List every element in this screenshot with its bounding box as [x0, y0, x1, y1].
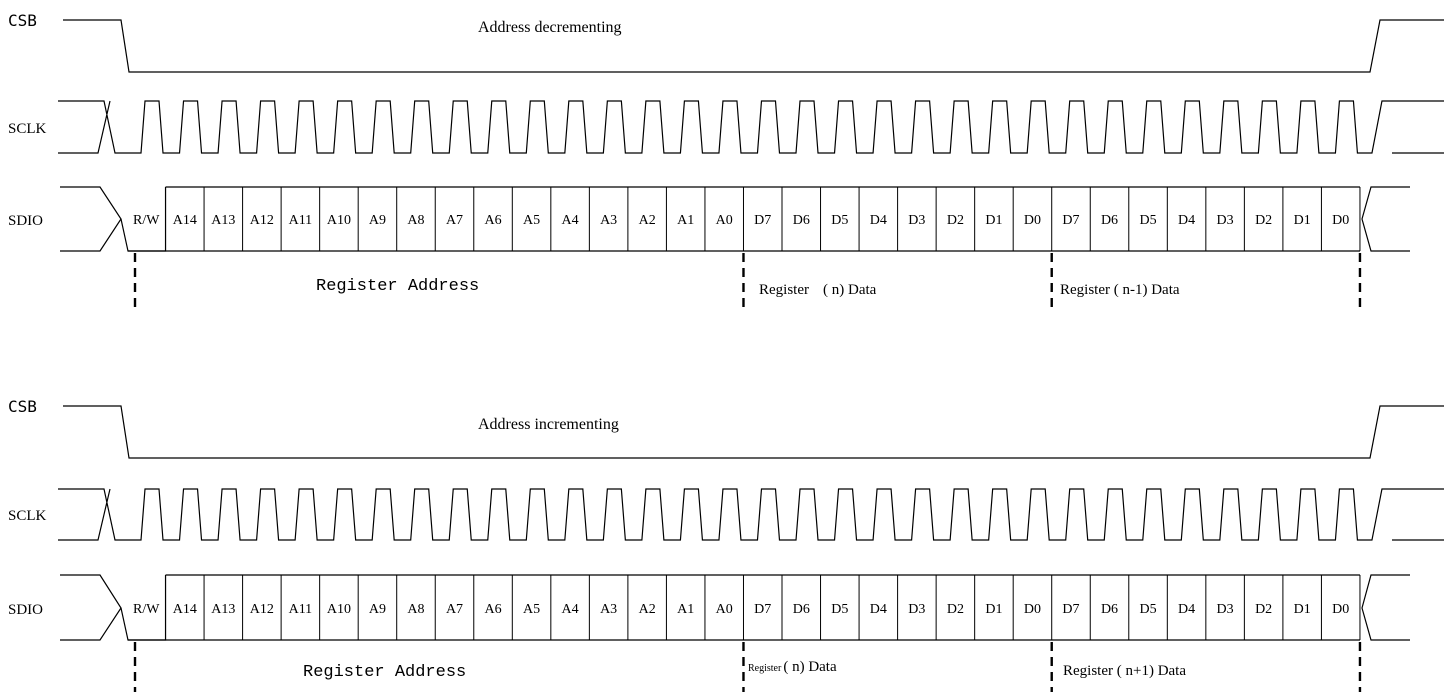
bit-cell-label: D5	[1139, 602, 1156, 617]
csb-label: CSB	[8, 11, 37, 30]
sclk-waveform	[58, 100, 1444, 154]
bit-cell-label: D7	[754, 213, 771, 228]
sdio-exit	[1361, 574, 1410, 641]
panel-caption: Address decrementing	[478, 19, 622, 36]
bit-cell-label: R/W	[133, 602, 160, 617]
register-n-data-label: Register( n) Data	[748, 659, 837, 675]
bit-cell-label: D1	[1294, 213, 1311, 228]
sdio-entry	[60, 574, 122, 641]
bit-cell-label: A14	[173, 213, 197, 228]
bit-cell-label: D6	[793, 213, 810, 228]
sclk-label: SCLK	[8, 121, 47, 137]
bit-cell-label: D3	[908, 213, 925, 228]
panel-caption: Address incrementing	[478, 416, 619, 433]
sdio-label: SDIO	[8, 213, 43, 229]
bit-cell-label: D6	[793, 602, 810, 617]
bit-cell-label: D3	[1217, 602, 1234, 617]
sdio-entry	[60, 186, 122, 252]
bit-cell-label: A10	[327, 213, 351, 228]
bit-cell-label: D7	[1062, 213, 1079, 228]
bit-cell-label: D3	[1217, 213, 1234, 228]
sclk-waveform	[58, 488, 1444, 541]
bit-cell-label: D2	[1255, 602, 1272, 617]
register-n-data-label: Register( n) Data	[759, 282, 877, 298]
bit-cell-label: D5	[831, 602, 848, 617]
timing-panel-incrementing: CSB Address incrementing SCLK SDIO R/W A1…	[8, 397, 1444, 692]
bit-cell-label: A10	[327, 602, 351, 617]
sclk-trace	[58, 100, 1444, 154]
bit-cell-label: D4	[1178, 213, 1195, 228]
bit-cell-label: D1	[1294, 602, 1311, 617]
bit-cell-label: A0	[716, 213, 733, 228]
csb-waveform	[63, 19, 1444, 73]
bit-cell-label: D0	[1024, 602, 1041, 617]
bit-cell-label: A4	[562, 602, 579, 617]
bit-cell-label: A3	[600, 213, 617, 228]
bit-cell-label: R/W	[133, 213, 160, 228]
bit-cell-label: A7	[446, 213, 463, 228]
bit-cell-label: A13	[211, 213, 235, 228]
bit-cell-label: D6	[1101, 213, 1118, 228]
bit-cell-label: D2	[947, 602, 964, 617]
bit-cell-label: A3	[600, 602, 617, 617]
bit-cell-label: A6	[484, 213, 501, 228]
bit-cell-label: A8	[407, 602, 424, 617]
bit-cell-label: A0	[716, 602, 733, 617]
bit-cell-label: D5	[1139, 213, 1156, 228]
bit-cell-label: D6	[1101, 602, 1118, 617]
bit-cell-label: A5	[523, 213, 540, 228]
bit-cell-label: D4	[870, 602, 887, 617]
bit-cell-label: A12	[250, 213, 274, 228]
bit-cell-label: A5	[523, 602, 540, 617]
sclk-trace	[58, 488, 1444, 541]
csb-label: CSB	[8, 397, 37, 416]
bit-cell-label: D5	[831, 213, 848, 228]
bit-cell-label: A12	[250, 602, 274, 617]
sclk-label: SCLK	[8, 508, 47, 524]
bit-cell-label: A9	[369, 213, 386, 228]
bit-cell-label: A14	[173, 602, 197, 617]
bit-cell-label: A9	[369, 602, 386, 617]
bit-cell-label: A1	[677, 602, 694, 617]
bit-cell-label: A2	[639, 213, 656, 228]
register-next-data-label: Register ( n-1) Data	[1060, 282, 1180, 298]
csb-waveform	[63, 405, 1444, 459]
bit-cell-label: D0	[1024, 213, 1041, 228]
bit-cell-label: D2	[1255, 213, 1272, 228]
sdio-label: SDIO	[8, 602, 43, 618]
bit-cell-label: D1	[985, 602, 1002, 617]
bit-cell-label: A6	[484, 602, 501, 617]
sdio-bitframe: R/W A14 A13 A12 A11 A10 A9 A8 A7 A6 A5 A4 A3 A2 A1 A0 D7…	[60, 186, 1410, 307]
bit-cell-label: D7	[754, 602, 771, 617]
bit-cell-label: D7	[1062, 602, 1079, 617]
bit-cell-label: A11	[289, 213, 313, 228]
register-address-label: Register Address	[316, 277, 479, 296]
bit-cell-label: A4	[562, 213, 579, 228]
sdio-exit	[1361, 186, 1410, 252]
bit-cell-label: D3	[908, 602, 925, 617]
bit-cell-label: A13	[211, 602, 235, 617]
register-next-data-label: Register ( n+1) Data	[1063, 663, 1186, 679]
bit-cell-label: A11	[289, 602, 313, 617]
bit-cell-label: D4	[1178, 602, 1195, 617]
register-address-label: Register Address	[303, 663, 466, 682]
bit-cell-label: D2	[947, 213, 964, 228]
timing-panel-decrementing: CSB Address decrementing SCLK SDIO R/W A1…	[8, 11, 1444, 307]
bit-cell-label: A8	[407, 213, 424, 228]
bit-cell-label: D0	[1332, 213, 1349, 228]
bit-cell-label: A7	[446, 602, 463, 617]
bit-cell-label: A2	[639, 602, 656, 617]
bit-cell-label: D4	[870, 213, 887, 228]
bit-cell-label: D0	[1332, 602, 1349, 617]
bit-cell-label: D1	[985, 213, 1002, 228]
sdio-bitframe: R/W A14 A13 A12 A11 A10 A9 A8 A7 A6 A5 A4 A3 A2 A1 A0 D7…	[60, 574, 1410, 692]
bit-cell-label: A1	[677, 213, 694, 228]
